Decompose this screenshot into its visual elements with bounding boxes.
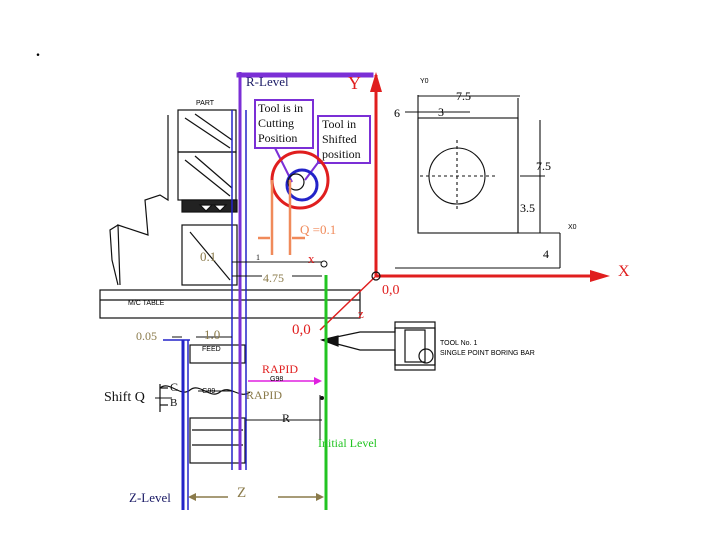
initial-level-label: Initial Level (318, 436, 377, 450)
slide-bullet: . (36, 43, 40, 60)
part-label: PART (196, 100, 215, 107)
tool-cutting-line-2: Cutting (258, 116, 295, 130)
shifted-position-circle (285, 168, 319, 202)
boring-bar-tool (319, 321, 436, 371)
r-level-label: R-Level (246, 74, 289, 89)
tool-description-label: SINGLE POINT BORING BAR (440, 350, 535, 357)
y0-label: Y0 (420, 78, 429, 85)
dim-4-label: 4 (543, 247, 549, 261)
x-marker (320, 260, 328, 268)
feed-label: FEED (202, 346, 221, 353)
rapid-arrow (248, 377, 322, 385)
dim-0-05-label: 0.05 (136, 329, 157, 343)
g98-label: G98 (270, 376, 284, 383)
dim-6-label: 6 (394, 106, 400, 120)
mc-table-label: M/C TABLE (128, 300, 165, 307)
fixture-sketch (99, 109, 361, 464)
r-level-lines (236, 72, 374, 470)
tool-cutting-label: Tool is in Cutting Position (258, 101, 303, 146)
z-small-label: z (358, 306, 364, 321)
part-plan-view (395, 95, 561, 269)
red-axes (319, 72, 610, 331)
dim-0-1-label: 0.1 (200, 249, 217, 264)
g99-label: G99 (202, 388, 216, 395)
tool-cutting-line-3: Position (258, 131, 298, 145)
shift-q-label: Shift Q (104, 390, 145, 405)
tool-shifted-label: Tool in Shifted position (322, 117, 361, 162)
dim-7-5-right-label: 7.5 (536, 159, 551, 173)
x-axis-label: X (618, 263, 630, 280)
y-axis-label: Y (348, 73, 361, 93)
origin-bottom-label: 0,0 (292, 322, 311, 338)
z-dimension (188, 493, 324, 501)
origin-top-marker (371, 271, 381, 281)
z-dimension-label: Z (237, 485, 247, 501)
tool-shifted-line-2: Shifted (322, 132, 357, 146)
fixture-outline (117, 115, 169, 286)
tool-circle (287, 173, 305, 191)
origin-top-label: 0,0 (382, 283, 400, 298)
c-label: C (170, 380, 179, 394)
dim-1-0-label: 1.0 (204, 327, 221, 342)
clamp-marks (198, 204, 228, 212)
shift-q-bracket (159, 384, 168, 412)
thin-blue-guides (163, 110, 247, 510)
dim-7-5-top-label: 7.5 (456, 89, 471, 103)
machine-table (99, 289, 361, 319)
q-shift-lines (258, 180, 305, 255)
dim-3-label: 3 (438, 105, 444, 119)
dim-1-label: 1 (256, 253, 260, 262)
dim-4-75-label: 4.75 (263, 271, 284, 285)
b-label: B (170, 397, 178, 409)
q-value-label: Q =0.1 (300, 222, 337, 237)
rapid-plain-label: RAPID (246, 388, 283, 402)
lower-block (189, 417, 246, 464)
r-point (320, 396, 324, 400)
part-lower (181, 224, 238, 286)
tool-shifted-line-1: Tool in (322, 117, 357, 131)
x0-label: X0 (568, 224, 577, 231)
tool-number-label: TOOL No. 1 (440, 340, 478, 347)
part-block-middle (177, 151, 237, 201)
dim-3-5-label: 3.5 (520, 201, 535, 215)
fixture-edge (109, 224, 119, 286)
x-small-label: x (308, 251, 315, 266)
rapid-red-label: RAPID (262, 362, 299, 376)
dimension-arrows (155, 261, 322, 421)
r-label: R (282, 411, 291, 425)
callout-boxes (254, 99, 371, 183)
z-level-label: Z-Level (129, 490, 171, 505)
tool-cutting-line-1: Tool is in (258, 101, 304, 115)
feed-block (189, 344, 246, 364)
tool-shifted-line-3: position (322, 147, 361, 161)
